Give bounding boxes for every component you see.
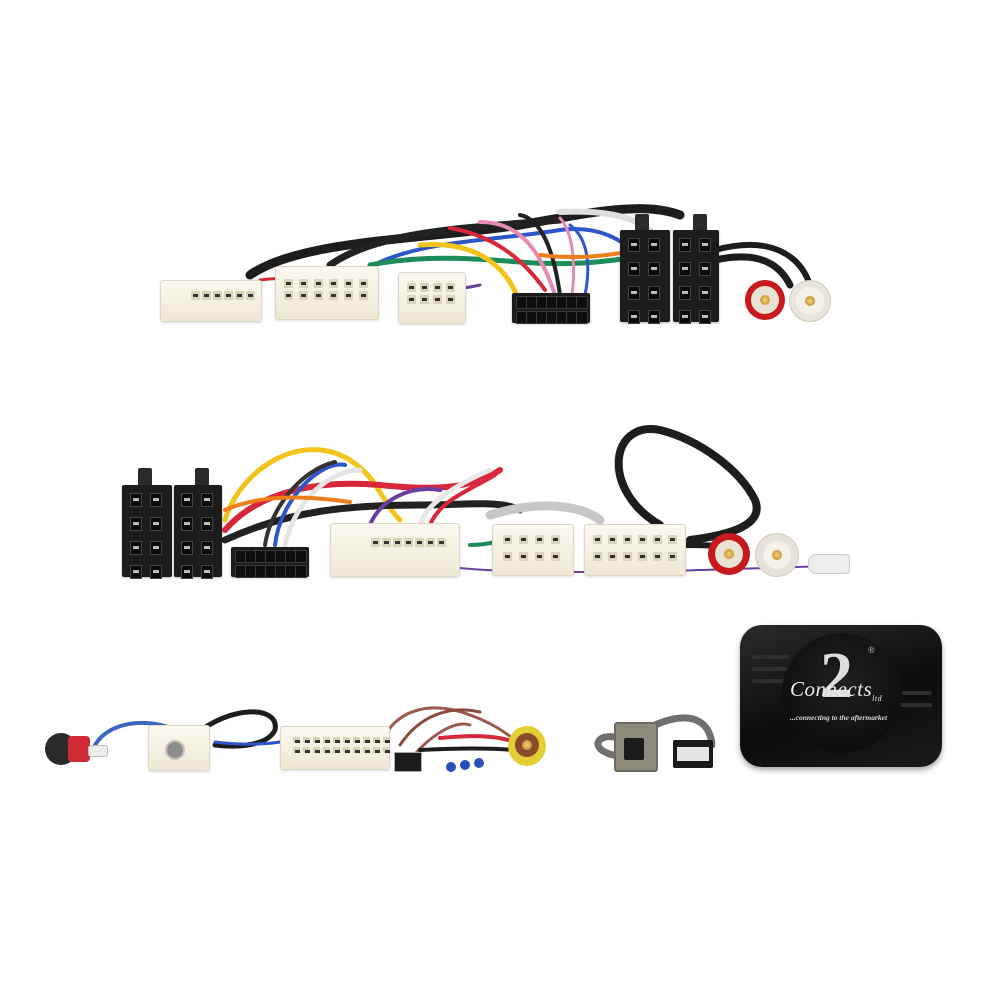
black-16pin-connector — [231, 547, 309, 578]
antenna-socket — [165, 740, 185, 760]
box-stripe — [752, 679, 790, 683]
wire-green — [367, 255, 633, 268]
logo-brand: Connectsltd — [790, 677, 883, 704]
iso-clip — [693, 214, 707, 232]
wire-blue — [273, 462, 347, 547]
pin-grid — [503, 535, 563, 561]
pin-grid — [593, 535, 679, 561]
interface-box: 2 ® Connectsltd ...connecting to the aft… — [740, 625, 942, 767]
white-oem-connector — [160, 280, 262, 322]
iso-power-connector — [620, 230, 670, 324]
wire-red — [428, 473, 497, 527]
wire-pink — [478, 220, 557, 297]
wire-black-rca — [711, 253, 794, 289]
usb-adapter-socket — [614, 722, 658, 772]
wire-grey-usb — [651, 714, 716, 749]
wire-black — [326, 216, 564, 269]
logo-number: 2 — [820, 639, 853, 712]
wire-grey-bundle — [485, 501, 605, 525]
wire-black — [518, 213, 562, 297]
wire-purple — [368, 487, 442, 527]
wire-brown — [398, 708, 482, 747]
pin-grid — [679, 238, 711, 324]
camera-adapter-block — [394, 752, 422, 772]
pin-grid — [407, 283, 456, 304]
blue-crimp-terminal — [474, 758, 484, 768]
antenna-adapter-red-ring — [68, 736, 90, 762]
usb-plug-face — [677, 747, 709, 761]
wire-red — [448, 226, 547, 292]
wire-yellow — [222, 447, 403, 523]
rca-red-plug — [708, 533, 750, 575]
white-antenna-connector — [148, 725, 210, 771]
wire-pink — [558, 216, 576, 297]
rca-white-plug — [789, 280, 831, 322]
pin-grid — [293, 737, 390, 753]
pin-grid — [235, 550, 307, 578]
wire-black — [192, 709, 278, 749]
iso-speaker-connector — [673, 230, 719, 324]
iso-clip — [195, 468, 209, 486]
wire-white — [417, 467, 493, 528]
wire-blue — [378, 227, 642, 264]
wire-black — [263, 460, 337, 547]
box-stripe — [894, 703, 932, 707]
box-stripe — [752, 655, 790, 659]
antenna-pin — [88, 745, 108, 757]
white-oem-connector-16pin — [275, 266, 379, 320]
white-oem-connector-28pin — [280, 726, 390, 770]
pin-grid — [628, 238, 660, 324]
white-oem-connector-12pin — [584, 524, 686, 576]
pin-grid — [181, 493, 213, 579]
pin-grid — [371, 538, 446, 547]
socket-face — [624, 738, 644, 760]
rca-yellow-plug — [508, 726, 546, 766]
logo-disc — [782, 633, 902, 753]
white-oem-connector-wide — [330, 523, 460, 577]
pin-grid — [516, 296, 588, 324]
usb-plug — [673, 740, 713, 768]
wire-black — [418, 746, 517, 752]
pin-grid — [191, 291, 255, 300]
wire-blue — [213, 740, 282, 746]
registered-mark: ® — [868, 645, 875, 655]
wire-brown — [383, 706, 517, 742]
pin-grid — [284, 279, 371, 300]
iso-speaker-connector — [174, 485, 222, 579]
antenna-plug — [808, 554, 850, 574]
wire-black — [221, 500, 524, 544]
wire-black-loop — [614, 425, 761, 544]
rca-red-plug — [745, 280, 785, 320]
logo-tagline: ...connecting to the aftermarket — [790, 713, 888, 722]
box-stripe — [894, 691, 932, 695]
black-16pin-connector — [512, 293, 590, 324]
rca-white-plug — [755, 533, 799, 577]
box-stripe — [752, 667, 790, 671]
white-oem-connector-small — [398, 272, 466, 324]
blue-crimp-terminal — [460, 760, 470, 770]
wire-orange — [223, 495, 352, 512]
wire-black-rca — [712, 241, 813, 288]
white-oem-connector-small — [492, 524, 574, 576]
blue-crimp-terminal — [446, 762, 456, 772]
wire-red — [438, 734, 517, 744]
pin-grid — [130, 493, 162, 579]
iso-power-connector — [122, 485, 172, 579]
iso-clip — [138, 468, 152, 486]
iso-clip — [635, 214, 649, 232]
wire-white — [282, 467, 363, 548]
